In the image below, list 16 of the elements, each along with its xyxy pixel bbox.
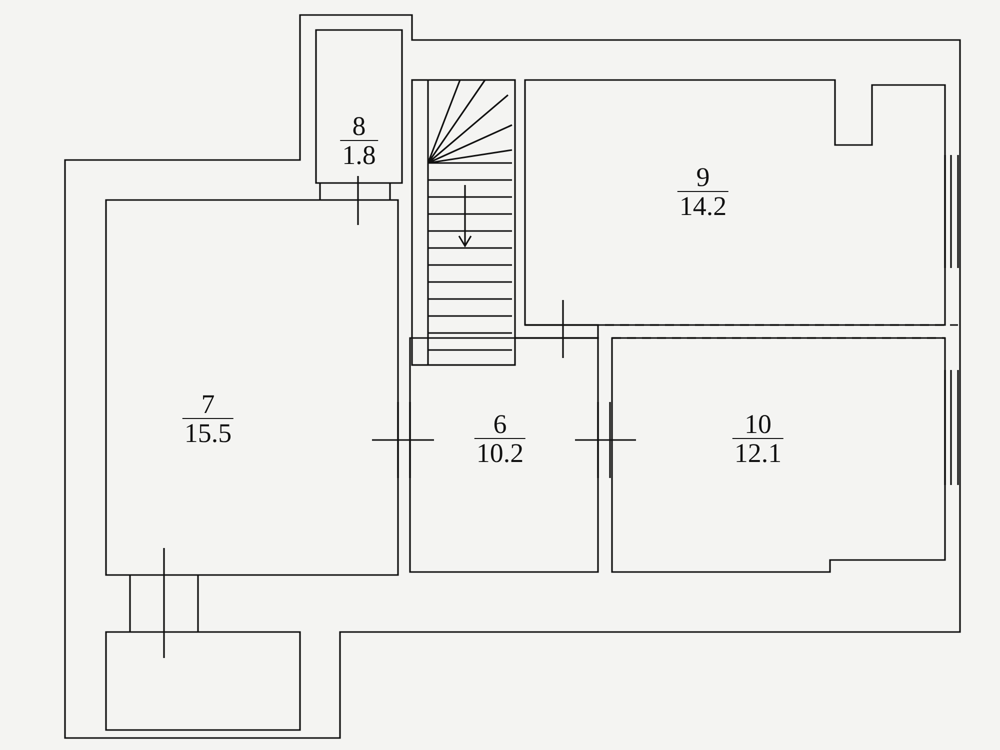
room-area (106, 200, 398, 575)
room-number: 10 (744, 410, 772, 438)
room-area-value: 14.2 (677, 191, 729, 221)
room-area-value: 10.2 (474, 438, 526, 468)
room-area (410, 338, 598, 572)
room-area-value: 15.5 (182, 418, 234, 448)
room-area (316, 30, 402, 183)
room-number: 8 (351, 112, 367, 140)
room-area-value: 12.1 (732, 438, 784, 468)
room-number: 6 (492, 410, 508, 438)
room-number: 9 (695, 163, 711, 192)
room-area (612, 338, 945, 572)
room-area-value: 1.8 (340, 140, 378, 170)
room-number: 7 (200, 390, 216, 418)
room-area (525, 80, 945, 325)
balcony-outline (106, 632, 300, 730)
